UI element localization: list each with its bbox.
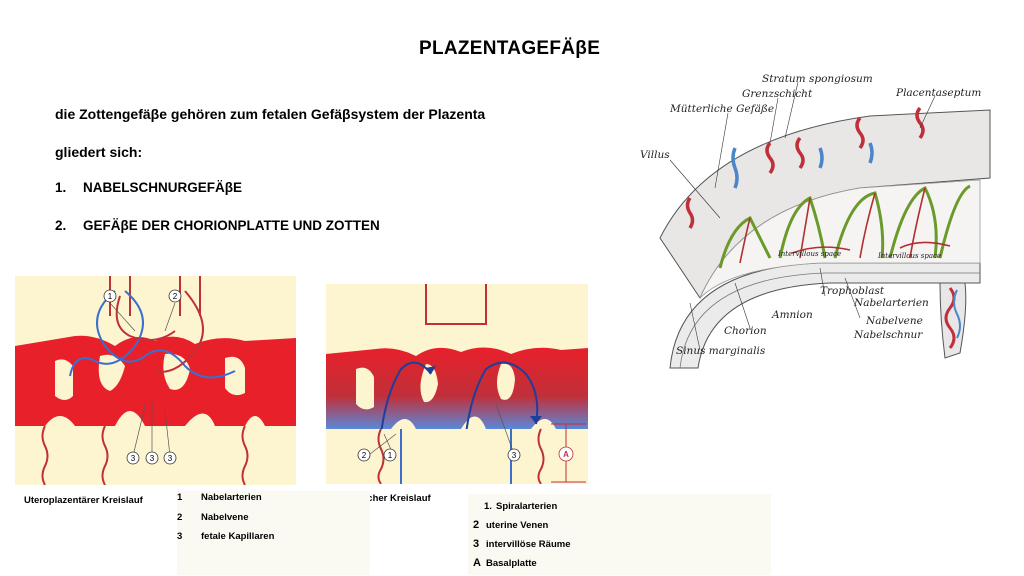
legend-row: 3 fetale Kapillaren	[177, 531, 274, 542]
label-sinus-marginalis: Sinus marginalis	[676, 345, 766, 357]
list-item-label: NABELSCHNURGEFÄβE	[83, 180, 242, 195]
label-nabelarterien: Nabelarterien	[853, 297, 929, 309]
label-intervillous-2: Intervillous space	[877, 252, 941, 260]
label-nabelschnur: Nabelschnur	[853, 329, 923, 341]
intro-subline: gliedert sich:	[55, 144, 143, 160]
marker-2: 2	[173, 292, 178, 301]
list-item-number: 2.	[55, 218, 67, 233]
marker-2: 2	[362, 451, 367, 460]
legend-key: 3	[177, 531, 183, 542]
intro-line: die Zottengefäβe gehören zum fetalen Gef…	[55, 106, 486, 122]
label-muetterliche-gefaesse: Mütterliche Gefäße	[669, 103, 774, 115]
legend-row: 2 uterine Venen	[473, 519, 548, 531]
label-amnion: Amnion	[771, 309, 813, 321]
legend-key: 2	[177, 512, 183, 523]
legend-key: 2	[473, 519, 480, 531]
label-villus: Villus	[640, 149, 670, 161]
marker-a: A	[563, 450, 569, 459]
legend-label: uterine Venen	[486, 520, 549, 531]
label-intervillous-1: Intervillous space	[777, 250, 841, 258]
diagram2-caption: Mütterlicher Kreislauf	[333, 493, 431, 504]
page-title: PLAZENTAGEFÄβE	[419, 38, 601, 59]
list-item-number: 1.	[55, 180, 67, 195]
label-placentaseptum: Placentaseptum	[895, 87, 981, 99]
list-item-1: 1. NABELSCHNURGEFÄβE	[55, 180, 242, 195]
marker-1: 1	[388, 451, 393, 460]
legend-key: 1	[177, 492, 183, 503]
list-item-label: GEFÄβE DER CHORIONPLATTE UND ZOTTEN	[83, 218, 380, 233]
label-chorion: Chorion	[724, 325, 767, 337]
maternal-circulation-diagram: 2 1 3 A	[326, 284, 588, 484]
label-nabelvene: Nabelvene	[865, 315, 923, 327]
legend-label: Nabelarterien	[201, 492, 262, 503]
marker-3: 3	[150, 454, 155, 463]
list-item-2: 2. GEFÄβE DER CHORIONPLATTE UND ZOTTEN	[55, 218, 380, 233]
marker-3: 3	[131, 454, 136, 463]
legend-label: Spiralarterien	[496, 501, 558, 512]
legend-row: 1 Nabelarterien	[177, 492, 262, 503]
legend-label: intervillöse Räume	[486, 539, 571, 550]
legend-maternal: 1. Spiralarterien 2 uterine Venen 3 intervi…	[468, 494, 771, 575]
marker-1: 1	[108, 292, 113, 301]
legend-row: 2 Nabelvene	[177, 512, 249, 523]
placenta-illustration: Stratum spongiosum Grenzschicht Mütterli…	[640, 73, 991, 369]
legend-label: Nabelvene	[201, 512, 249, 523]
legend-key: 3	[473, 538, 480, 550]
legend-label: Basalplatte	[486, 558, 537, 569]
legend-row: 1. Spiralarterien	[484, 501, 557, 512]
diagram1-caption: Uteroplazentärer Kreislauf	[24, 495, 143, 506]
legend-key: 1.	[484, 501, 492, 512]
uteroplacental-diagram: 1 2 3 3 3	[15, 276, 296, 485]
label-trophoblast: Trophoblast	[820, 285, 885, 297]
legend-label: fetale Kapillaren	[201, 531, 275, 542]
label-grenzschicht: Grenzschicht	[742, 88, 813, 100]
legend-fetal: 1 Nabelarterien 2 Nabelvene 3 fetale Kapill…	[177, 491, 370, 575]
legend-row: 3 intervillöse Räume	[473, 538, 570, 550]
legend-key: A	[473, 557, 481, 569]
legend-row: A Basalplatte	[473, 557, 537, 569]
marker-3: 3	[168, 454, 173, 463]
marker-3: 3	[512, 451, 517, 460]
label-stratum: Stratum spongiosum	[762, 73, 873, 85]
